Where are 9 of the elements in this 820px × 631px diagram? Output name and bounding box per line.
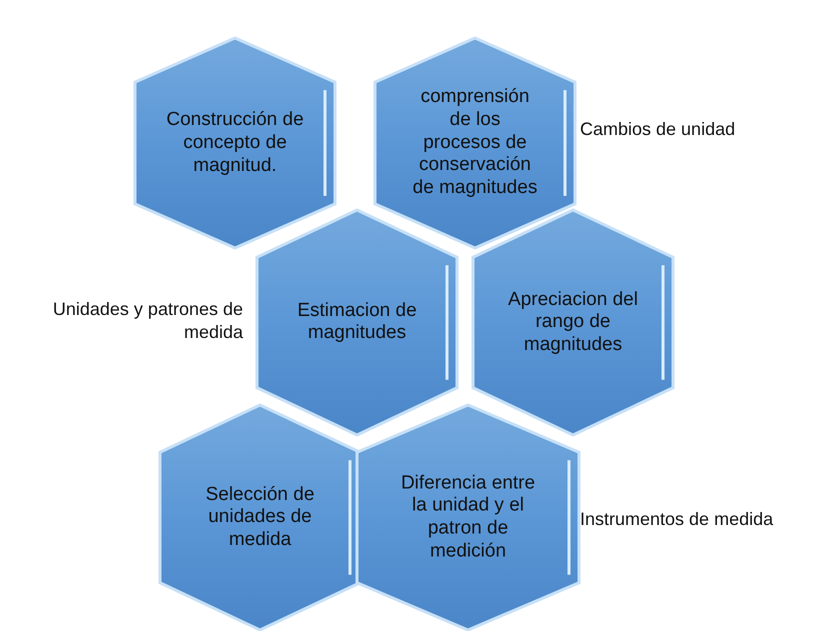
hexagon-text: Estimacion de magnitudes <box>296 300 418 346</box>
hexagon-text: Apreciacion del rango de magnitudes <box>507 288 639 357</box>
hexagon-text: comprensión de los procesos de conservación de magnitudes <box>412 86 538 200</box>
side-label: Cambios de unidad <box>580 118 736 141</box>
hexagon-text: Construcción de concepto de magnitud. <box>165 108 305 178</box>
side-label: Unidades y patrones de medida <box>52 298 243 344</box>
hexagon-text: Selección de unidades de medida <box>204 483 316 552</box>
side-label: Instrumentos de medida <box>580 508 774 531</box>
hexagon-text: Diferencia entre la unidad y el patron de medición <box>400 472 536 564</box>
